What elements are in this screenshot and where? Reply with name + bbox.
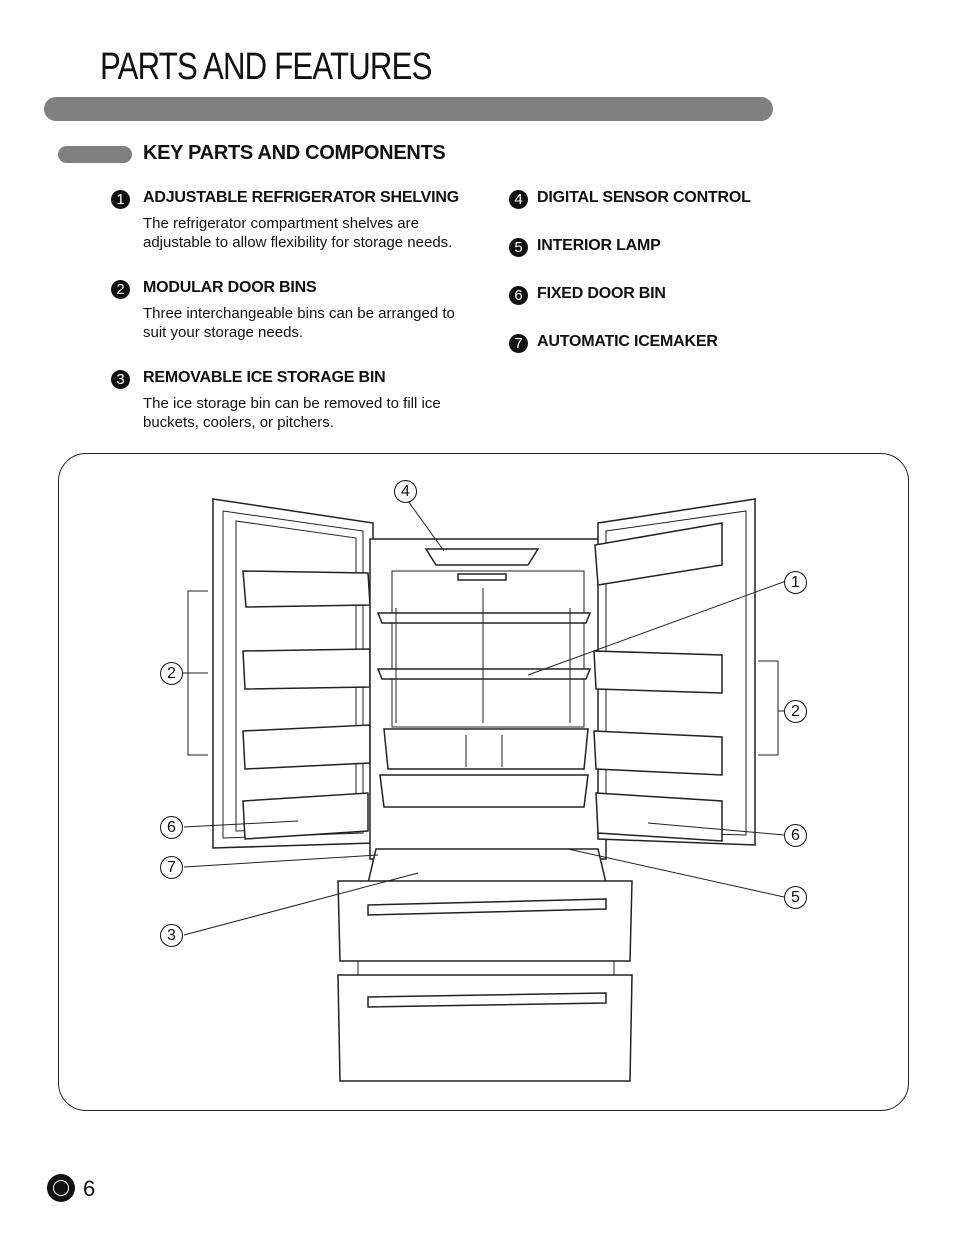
item-number-badge: 3 xyxy=(111,370,130,389)
drawer-handle xyxy=(367,898,607,916)
right-door-bin xyxy=(593,650,723,694)
cabinet xyxy=(369,538,607,860)
crisper-drawer xyxy=(383,728,589,770)
freezer-drawer xyxy=(357,960,615,976)
item-heading: MODULAR DOOR BINS xyxy=(143,279,317,296)
page-number: 6 xyxy=(83,1176,96,1201)
item-number-badge: 6 xyxy=(509,286,528,305)
callout-badge: 2 xyxy=(160,662,183,685)
left-door-bin xyxy=(242,724,371,770)
freezer-drawer xyxy=(337,974,633,1082)
callout-badge: 2 xyxy=(784,700,807,723)
fridge-shelf xyxy=(376,612,592,624)
item-number-badge: 7 xyxy=(509,334,528,353)
item-heading: INTERIOR LAMP xyxy=(537,237,661,254)
item-heading: REMOVABLE ICE STORAGE BIN xyxy=(143,369,386,386)
item-number-badge: 4 xyxy=(509,190,528,209)
section-pill xyxy=(58,146,132,163)
drawer-handle xyxy=(367,992,607,1008)
right-door-bin xyxy=(594,522,723,586)
title-bar-divider xyxy=(44,97,773,121)
callout-badge: 6 xyxy=(160,816,183,839)
right-door-bin xyxy=(593,730,723,776)
diagram-frame xyxy=(58,453,909,1111)
callout-badge: 5 xyxy=(784,886,807,909)
item-number-badge: 5 xyxy=(509,238,528,257)
callout-badge: 7 xyxy=(160,856,183,879)
freezer-drawer xyxy=(337,880,633,962)
callout-badge: 4 xyxy=(394,480,417,503)
item-number-badge: 2 xyxy=(111,280,130,299)
right-door-bin xyxy=(595,792,723,842)
callout-badge: 6 xyxy=(784,824,807,847)
left-door-bin xyxy=(242,792,369,840)
item-description: The ice storage bin can be removed to fi… xyxy=(143,395,441,431)
item-heading: FIXED DOOR BIN xyxy=(537,285,666,302)
callout-badge: 1 xyxy=(784,571,807,594)
item-heading: DIGITAL SENSOR CONTROL xyxy=(537,189,751,206)
page-title: PARTS AND FEATURES xyxy=(100,46,432,88)
item-heading: AUTOMATIC ICEMAKER xyxy=(537,333,718,350)
icemaker xyxy=(367,848,607,884)
crisper-drawer xyxy=(379,774,589,808)
left-door-bin xyxy=(242,648,371,690)
control-panel xyxy=(424,548,540,566)
item-heading: ADJUSTABLE REFRIGERATOR SHELVING xyxy=(143,189,459,206)
item-number-badge: 1 xyxy=(111,190,130,209)
refrigerator-diagram xyxy=(182,498,787,1082)
item-description: Three interchangeable bins can be arrang… xyxy=(143,305,455,341)
fridge-shelf xyxy=(376,668,592,680)
callout-badge: 3 xyxy=(160,924,183,947)
item-description: The refrigerator compartment shelves are… xyxy=(143,215,453,251)
section-title: KEY PARTS AND COMPONENTS xyxy=(143,142,446,164)
left-door-bin xyxy=(242,570,371,608)
lg-logo-icon xyxy=(47,1174,75,1202)
